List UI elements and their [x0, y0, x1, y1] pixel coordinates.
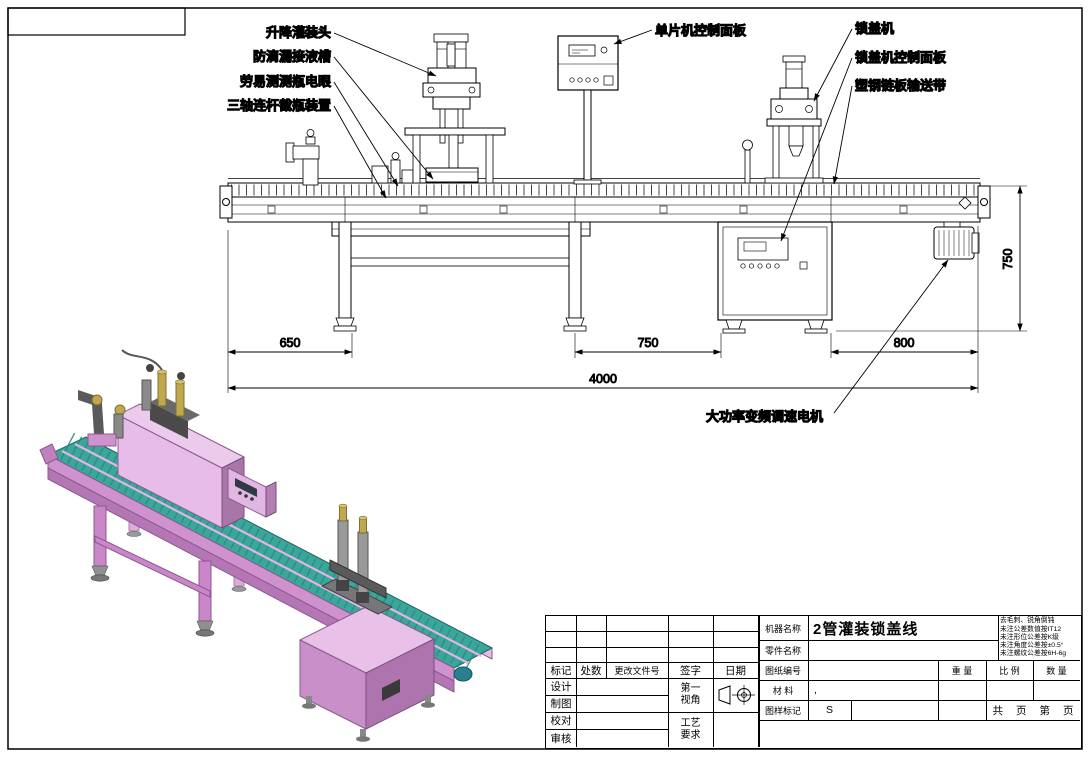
tb-first-angle: 第一 视角 [668, 678, 713, 712]
dim-750-vertical: 750 [1001, 249, 1015, 270]
tb-header-change-doc: 更改文件号 [614, 665, 660, 676]
callout-bottle-eye: 劳易测测瓶电眼 [239, 74, 399, 187]
side-view [219, 33, 991, 334]
callout-bottle-stop-label: 三轴连杆截瓶装置 [227, 98, 331, 113]
tb-technical-notes: 去毛刺、锐角倒钝 未注公差数值按IT12 未注形位公差按K级 未注角度公差按±0… [998, 616, 1080, 660]
tb-drawing-no-label: 图纸编号 [764, 665, 801, 676]
mcu-control-panel [557, 35, 619, 185]
callout-drip-tray-label: 防滴漏接液槽 [253, 49, 331, 64]
drive-motor [933, 221, 980, 260]
callout-filling-head: 升降灌装头 [265, 25, 437, 77]
callout-mcu-panel: 单片机控制面板 [613, 23, 748, 45]
dim-4000: 4000 [589, 372, 617, 386]
tb-header-date: 日期 [725, 664, 746, 677]
tb-material-label: 材 料 [772, 685, 794, 696]
tb-role-design: 设计 [550, 681, 572, 693]
tb-machine-name-label: 机器名称 [764, 623, 801, 634]
callout-conveyor-belt: 塑钢链板输送带 [832, 78, 947, 185]
tb-process-requirements: 工艺 要求 [668, 712, 713, 747]
iso-capping-station [321, 503, 393, 615]
tb-pages: 共 页 第 页 [986, 700, 1080, 720]
tb-note-5: 未注螺纹公差按6H-6g [1000, 650, 1067, 658]
tb-process-line2: 要求 [680, 729, 701, 741]
tb-role-audit: 审核 [550, 732, 572, 745]
tb-machine-name: 2管灌装锁盖线 [813, 620, 919, 638]
dim-650: 650 [280, 336, 301, 350]
callout-capper-panel-label: 锁盖机控制面板 [855, 50, 947, 65]
iso-cabinet [299, 605, 435, 742]
tb-first-angle-line2: 视角 [680, 695, 701, 706]
iso-end-roller [453, 666, 473, 682]
filling-station [404, 33, 506, 184]
tb-pages-no-label: 第 [1039, 704, 1051, 717]
dim-750: 750 [638, 336, 659, 350]
tb-pages-total-label: 共 [992, 704, 1004, 717]
tb-header-signature: 签字 [680, 664, 701, 677]
frame-corner-box [7, 7, 186, 36]
callout-filling-head-label: 升降灌装头 [266, 25, 331, 40]
tb-note-4: 未注角度公差按±0.5° [1000, 642, 1064, 650]
callout-motor-label: 大功率变频调速电机 [706, 409, 823, 424]
callout-conveyor-belt-label: 塑钢链板输送带 [855, 78, 946, 93]
bottle-stop-device [371, 152, 414, 184]
tb-role-check: 校对 [550, 715, 572, 727]
tb-part-name-label: 零件名称 [764, 645, 801, 656]
tb-projection-symbol [713, 678, 758, 712]
support-legs [331, 221, 591, 332]
first-angle-projection-icon [718, 685, 755, 705]
tb-note-1: 去毛刺、锐角倒钝 [1000, 617, 1055, 625]
tb-role-draft: 制图 [550, 698, 572, 710]
tb-process-line1: 工艺 [680, 717, 701, 729]
dimension-lines: 650 750 800 4000 750 [227, 185, 1027, 393]
callout-capper: 锁盖机 [813, 21, 895, 102]
callout-bottle-stop: 三轴连杆截瓶装置 [226, 98, 387, 199]
tb-pages-no-unit: 页 [1063, 704, 1074, 717]
tb-material-value: , [814, 684, 817, 696]
titleblock: 标记 处数 更改文件号 签字 日期 设计 制图 校对 审核 第一 视角 工艺 要… [545, 615, 1082, 749]
tb-mark-value: S [825, 704, 833, 716]
tb-header-mark: 标记 [550, 664, 572, 677]
tb-first-angle-line1: 第一 [680, 683, 701, 694]
tb-qty-label: 数 量 [1046, 665, 1067, 676]
tb-pages-total-unit: 页 [1016, 704, 1027, 717]
capper-control-cabinet [717, 221, 833, 334]
conveyor [219, 178, 991, 223]
tb-scale-label: 比 例 [999, 665, 1020, 676]
callouts: 升降灌装头 防滴漏接液槽 劳易测测瓶电眼 三轴连杆截瓶装置 单片机控制面板 锁盖… [226, 21, 949, 425]
callout-capper-panel: 锁盖机控制面板 [780, 50, 948, 242]
iso-inlet-assembly [78, 390, 126, 447]
callout-motor: 大功率变频调速电机 [706, 259, 949, 425]
iso-cross-brace [94, 535, 211, 598]
dim-800: 800 [894, 336, 915, 350]
tb-note-3: 未注形位公差按K级 [1000, 633, 1059, 641]
tb-mark-label: 图样标记 [764, 705, 801, 716]
tb-header-count: 处数 [580, 664, 602, 677]
callout-capper-label: 锁盖机 [855, 21, 894, 36]
iso-end-cap [39, 443, 59, 465]
callout-mcu-panel-label: 单片机控制面板 [655, 23, 747, 38]
iso-control-panel [227, 467, 277, 518]
inlet-pipe [285, 129, 320, 186]
drawing-frame [7, 7, 1083, 750]
isometric-view [39, 349, 493, 742]
tb-note-2: 未注公差数值按IT12 [1000, 625, 1062, 633]
callout-drip-tray: 防滴漏接液槽 [252, 49, 434, 180]
tb-weight-label: 重 量 [951, 665, 973, 676]
iso-belt-surface [47, 436, 493, 669]
callout-bottle-eye-label: 劳易测测瓶电眼 [240, 74, 332, 89]
